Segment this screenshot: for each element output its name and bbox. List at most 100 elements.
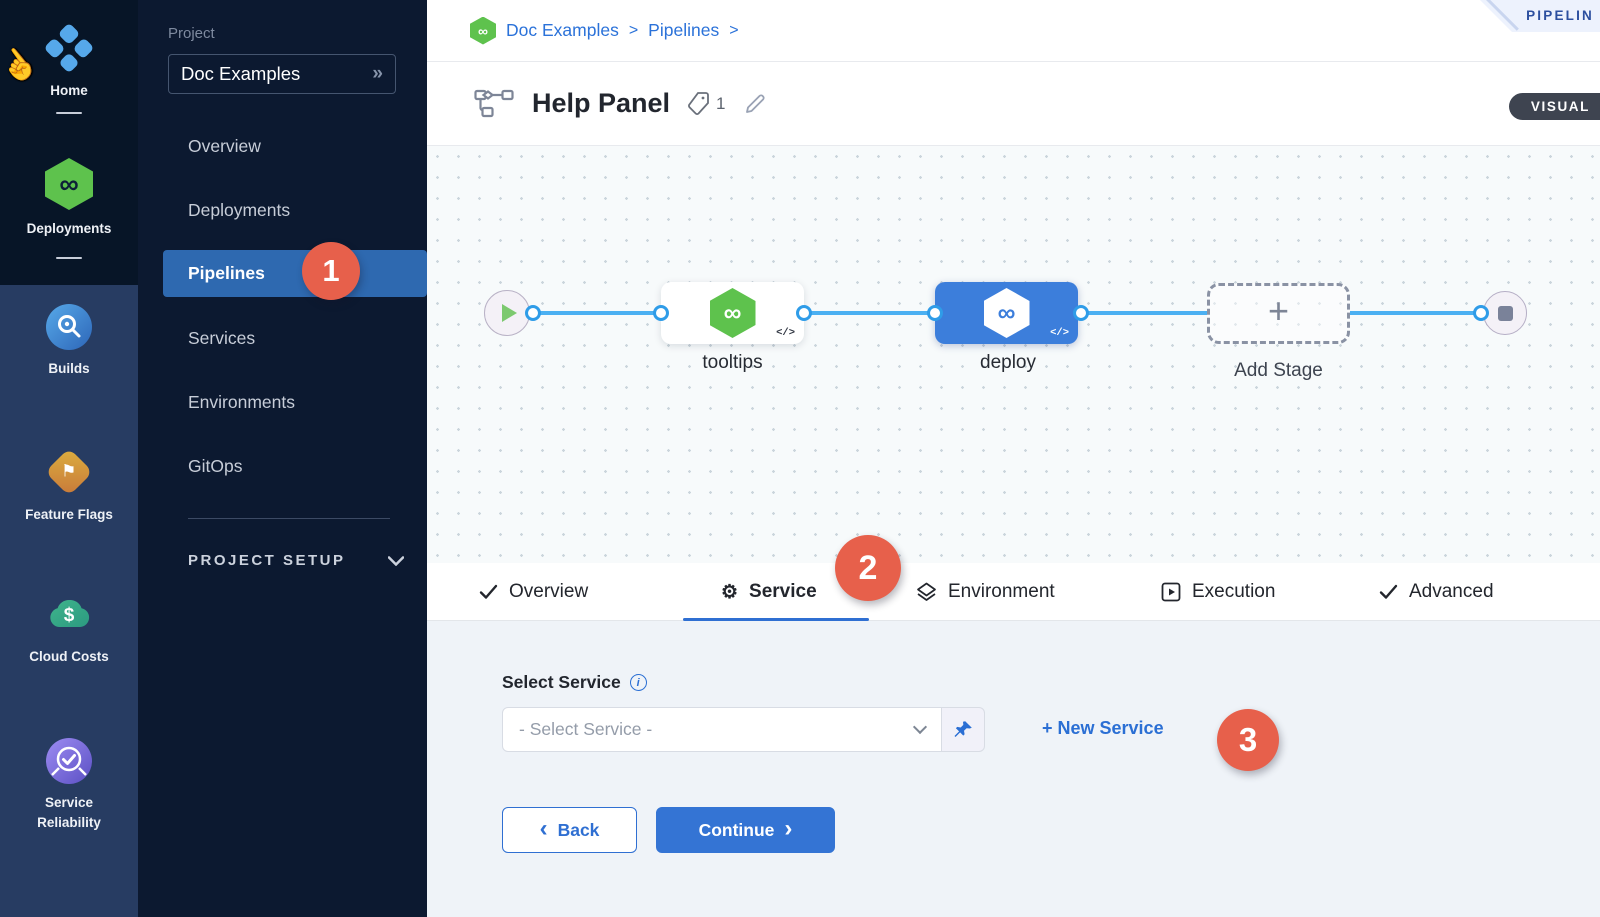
rail-item-feature-flags[interactable]: ⚑ Feature Flags: [0, 447, 138, 525]
sidebar-item-gitops[interactable]: GitOps: [188, 456, 243, 476]
project-setup-label: PROJECT SETUP: [188, 552, 346, 569]
breadcrumb-doc-examples[interactable]: Doc Examples: [506, 20, 619, 40]
sidebar-item-overview[interactable]: Overview: [188, 136, 261, 156]
active-tab-underline: [683, 617, 869, 621]
harness-stage-icon: ∞: [709, 288, 756, 338]
pin-runtime-input-button[interactable]: [942, 707, 985, 752]
check-icon: [479, 584, 498, 599]
new-service-link[interactable]: + New Service: [1042, 718, 1164, 738]
pipeline-edge: [533, 311, 661, 315]
node-port[interactable]: [927, 305, 943, 321]
play-box-icon: [1161, 582, 1181, 602]
annotation-badge-1: 1: [302, 242, 360, 300]
harness-stage-icon: ∞: [983, 288, 1030, 338]
annotation-badge-2: 2: [835, 535, 901, 601]
deployments-icon: ∞: [45, 158, 93, 210]
module-rail: ☝ Home ∞ Deployments Builds ⚑ Feature Fl…: [0, 0, 138, 917]
tab-advanced[interactable]: Advanced: [1379, 563, 1494, 621]
breadcrumb-separator: >: [628, 21, 639, 39]
breadcrumb: ∞ Doc Examples > Pipelines >: [427, 0, 1600, 62]
info-icon[interactable]: i: [629, 674, 647, 691]
pipeline-edge: [804, 311, 935, 315]
svg-text:$: $: [64, 605, 75, 626]
pipeline-start-node[interactable]: [484, 290, 530, 336]
tab-environment[interactable]: Environment: [916, 563, 1055, 621]
chevron-down-icon: [387, 555, 404, 566]
visual-yaml-toggle[interactable]: VISUAL: [1508, 93, 1600, 120]
sidebar-item-deployments[interactable]: Deployments: [188, 200, 291, 220]
page-title: Help Panel: [532, 88, 671, 118]
breadcrumb-separator: >: [729, 21, 739, 39]
rail-item-deployments[interactable]: ∞ Deployments: [0, 158, 138, 239]
select-service-label: Select Service: [502, 672, 621, 692]
stage-label-deploy: deploy: [980, 352, 1036, 373]
pipeline-graph-icon: [474, 89, 514, 117]
sidebar-item-pipelines[interactable]: Pipelines: [163, 250, 427, 297]
add-stage-button[interactable]: +: [1207, 283, 1350, 344]
cloud-costs-icon: $: [43, 594, 95, 638]
node-port[interactable]: [1473, 305, 1489, 321]
pipeline-canvas[interactable]: ∞ </> tooltips ∞ </> deploy + Add Stage: [427, 145, 1600, 563]
node-port[interactable]: [525, 305, 541, 321]
rail-item-cloud-costs[interactable]: $ Cloud Costs: [0, 594, 138, 667]
harness-project-icon: ∞: [470, 16, 496, 45]
rail-item-service-reliability[interactable]: Service Reliability: [0, 738, 138, 832]
tab-execution[interactable]: Execution: [1161, 563, 1275, 621]
home-icon: [43, 22, 95, 74]
edit-pencil-icon[interactable]: [742, 91, 768, 117]
project-section-label: Project: [168, 25, 215, 42]
node-port[interactable]: [653, 305, 669, 321]
chevron-left-icon: ‹: [539, 814, 548, 842]
rail-item-home[interactable]: Home: [0, 22, 138, 101]
add-stage-label: Add Stage: [1234, 360, 1323, 381]
gear-icon: ⚙: [721, 581, 739, 603]
stage-tabs: Overview ⚙ Service Environment Execution: [427, 563, 1600, 621]
tab-overview[interactable]: Overview: [479, 563, 588, 621]
continue-button[interactable]: Continue ›: [656, 807, 835, 853]
tab-service[interactable]: ⚙ Service: [721, 581, 817, 603]
layers-icon: [917, 582, 936, 601]
pipeline-studio-banner-text: PIPELIN: [1526, 8, 1594, 23]
project-selector[interactable]: Doc Examples »: [168, 54, 396, 94]
sidebar-item-services[interactable]: Services: [188, 328, 256, 348]
service-select-placeholder: - Select Service -: [519, 719, 653, 739]
rail-item-builds[interactable]: Builds: [0, 304, 138, 379]
stage-node-tooltips[interactable]: ∞ </>: [661, 282, 804, 344]
service-select-dropdown[interactable]: - Select Service -: [502, 707, 942, 752]
builds-icon: [46, 304, 92, 350]
expand-project-icon[interactable]: »: [372, 63, 383, 84]
sidebar-divider: [188, 518, 390, 519]
rail-separator: [56, 257, 82, 259]
pin-icon: [954, 720, 972, 737]
annotation-badge-3: 3: [1217, 709, 1279, 771]
check-icon: [1379, 584, 1398, 599]
back-button[interactable]: ‹ Back: [502, 807, 637, 853]
project-setup-toggle[interactable]: PROJECT SETUP: [188, 552, 404, 569]
service-reliability-icon: [46, 738, 92, 784]
pipeline-end-node[interactable]: [1483, 291, 1527, 335]
pipeline-edge: [1081, 311, 1207, 315]
node-port[interactable]: [796, 305, 812, 321]
breadcrumb-pipelines[interactable]: Pipelines: [648, 20, 720, 40]
service-tab-panel: Select Service i - Select Service - + Ne…: [427, 621, 1600, 917]
code-icon: </>: [776, 327, 795, 339]
sidebar-item-environments[interactable]: Environments: [188, 392, 295, 412]
main-content: PIPELIN ∞ Doc Examples > Pipelines > Hel…: [427, 0, 1600, 917]
rail-separator: [56, 112, 82, 114]
tag-count: 1: [716, 93, 726, 113]
pipeline-header: Help Panel 1 VISUAL: [427, 62, 1600, 145]
node-port[interactable]: [1073, 305, 1089, 321]
tags-icon: [688, 91, 709, 115]
stage-label-tooltips: tooltips: [702, 352, 763, 373]
chevron-down-icon: [912, 719, 928, 735]
chevron-right-icon: ›: [784, 814, 793, 842]
play-icon: [501, 304, 517, 322]
stop-icon: [1497, 305, 1513, 321]
code-icon: </>: [1050, 327, 1069, 339]
pipeline-edge: [1350, 311, 1481, 315]
project-sidebar: Project Doc Examples » Overview Deployme…: [138, 0, 427, 917]
feature-flags-icon: ⚑: [44, 447, 94, 497]
project-name: Doc Examples: [181, 63, 301, 84]
plus-icon: +: [1267, 290, 1290, 331]
stage-node-deploy[interactable]: ∞ </>: [935, 282, 1078, 344]
